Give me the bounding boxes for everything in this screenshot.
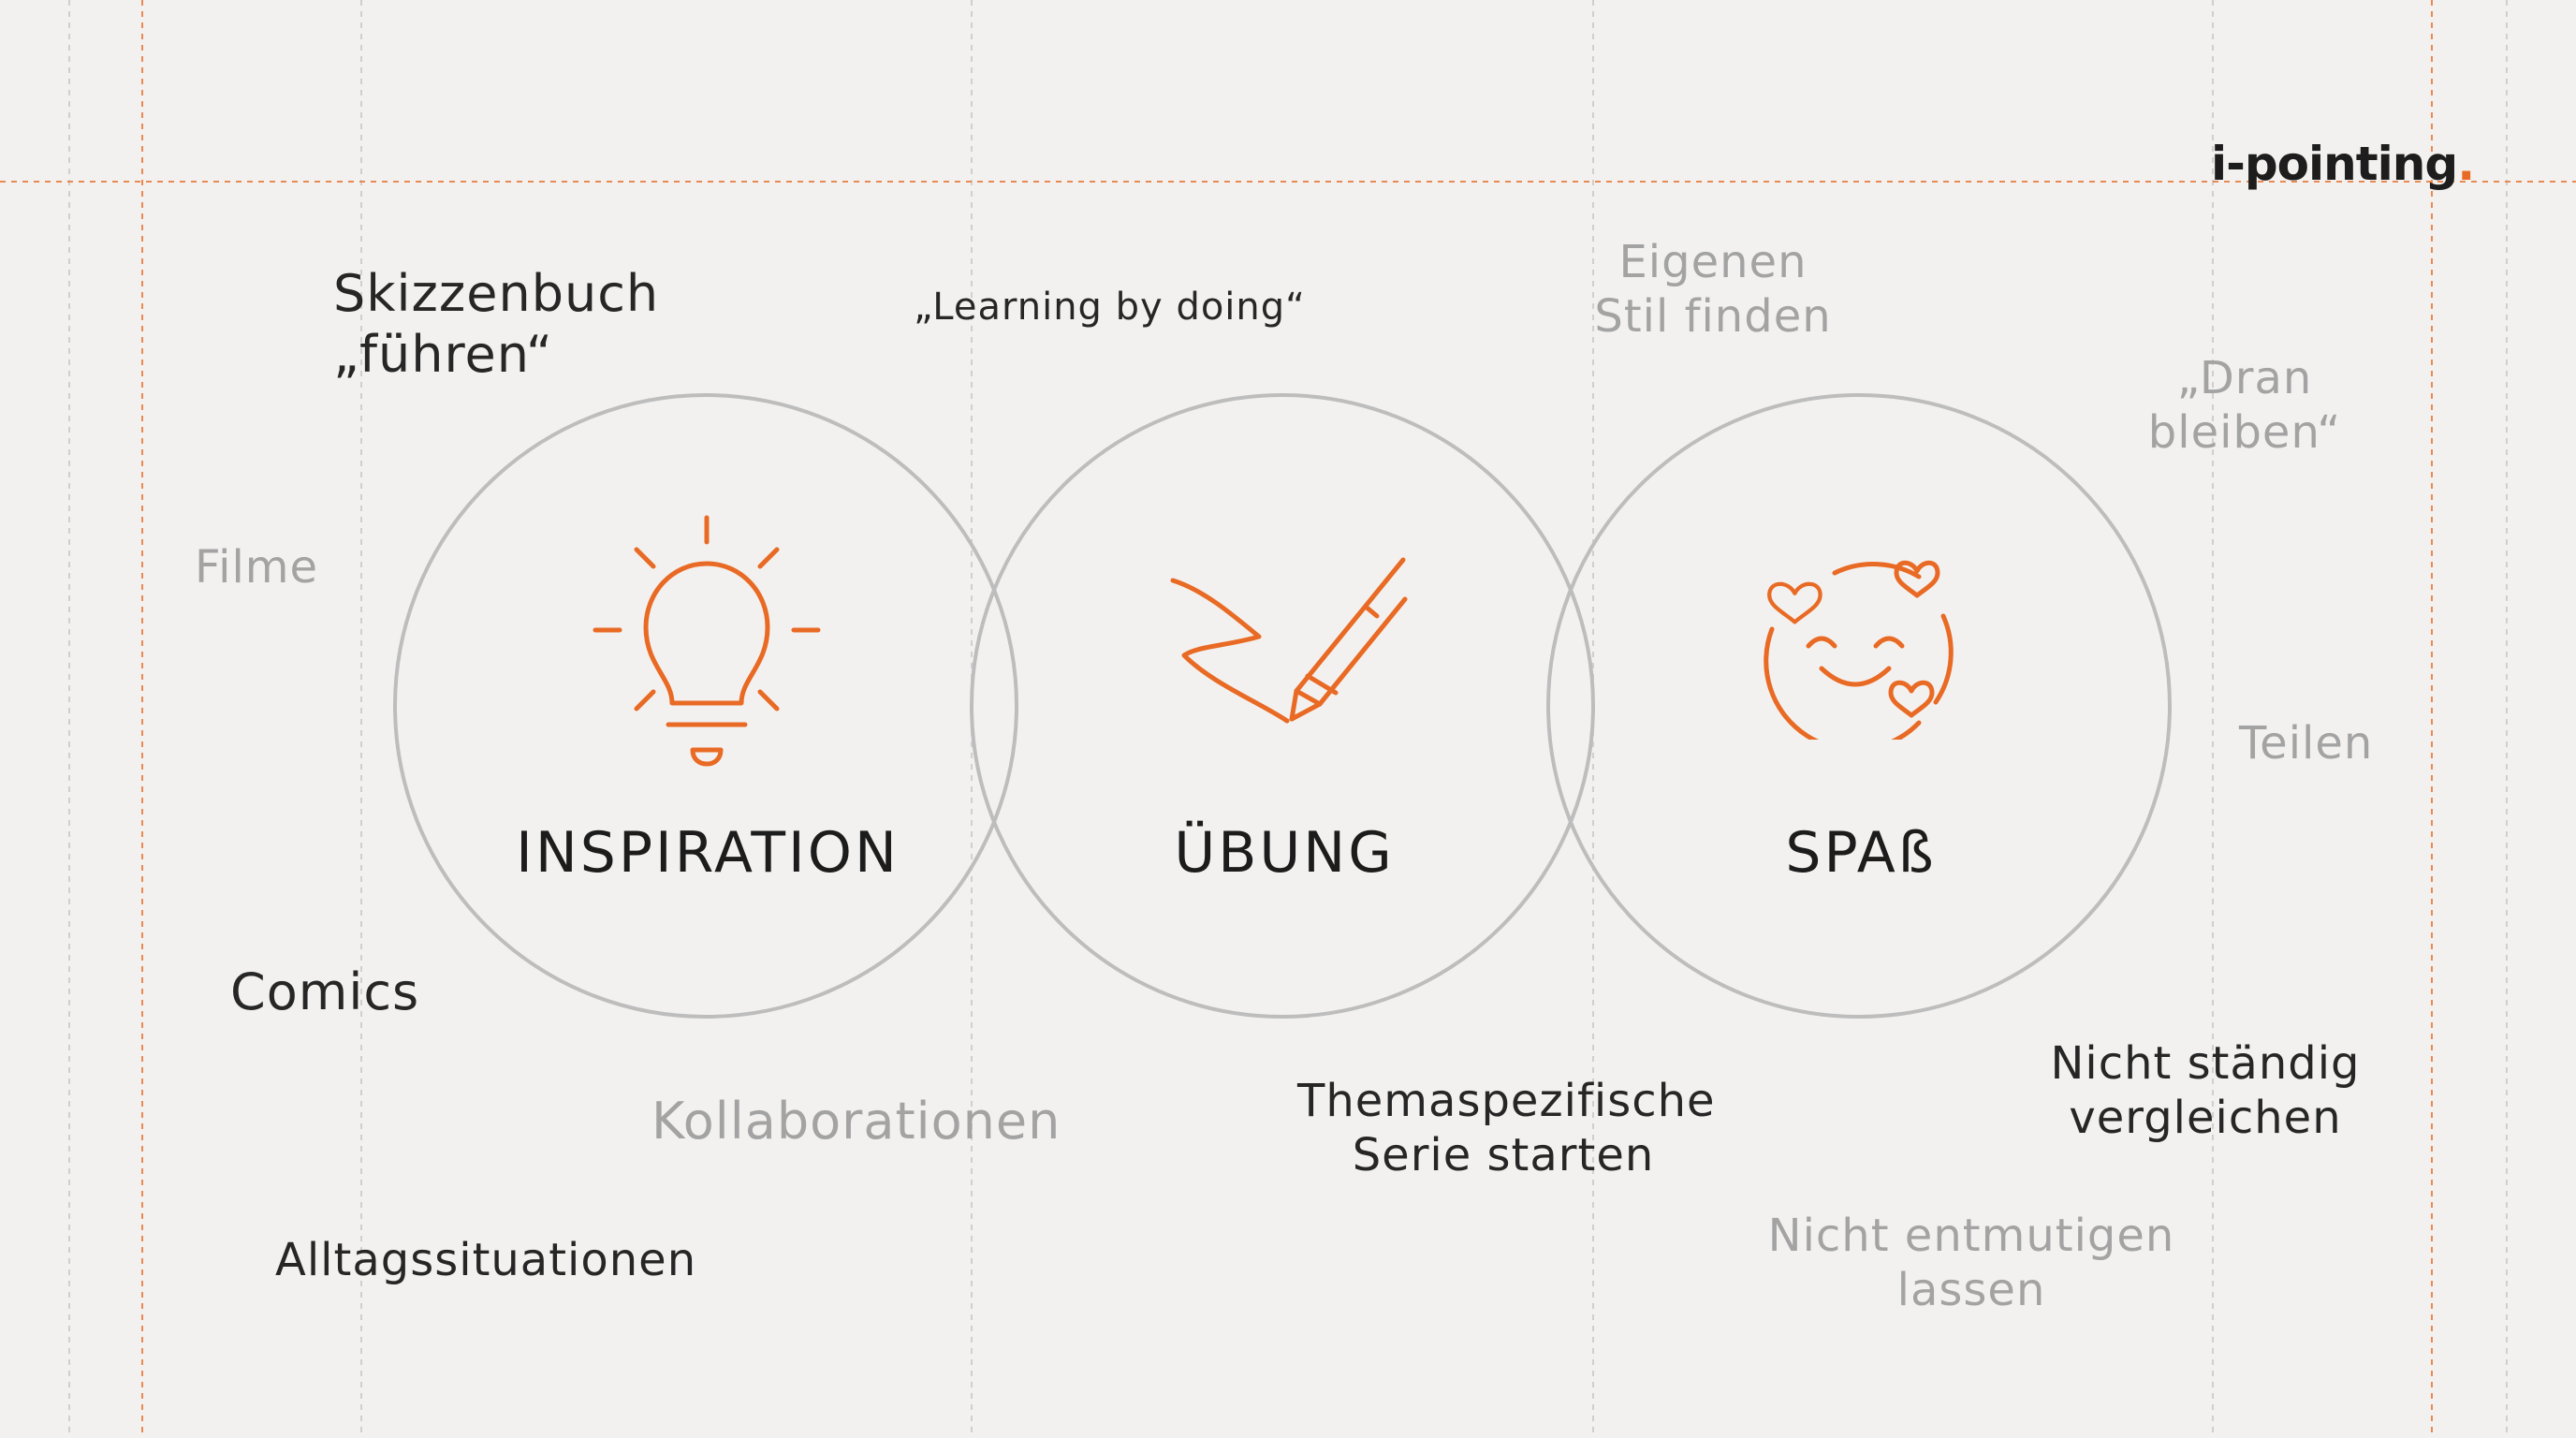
label-nicht-vergleichen-line2: vergleichen <box>2069 1091 2342 1144</box>
label-skizzenbuch-line1: Skizzenbuch <box>333 264 660 323</box>
logo-text: i-pointing <box>2211 137 2458 191</box>
label-eigenen-stil: Eigenen Stil finden <box>1582 236 1844 344</box>
label-nicht-entmutigen-line2: lassen <box>1896 1263 2046 1316</box>
label-skizzenbuch: Skizzenbuch „führen“ <box>333 264 659 386</box>
label-alltagssituationen: Alltagssituationen <box>275 1234 697 1286</box>
label-nicht-entmutigen-line1: Nicht entmutigen <box>1767 1210 2175 1262</box>
label-themaspezifisch: Themaspezifische Serie starten <box>1297 1075 1716 1182</box>
circle-spass <box>1546 393 2172 1019</box>
label-nicht-vergleichen: Nicht ständig vergleichen <box>2027 1037 2383 1145</box>
label-skizzenbuch-line2: „führen“ <box>333 324 553 384</box>
label-eigenen-stil-line1: Eigenen <box>1618 236 1808 288</box>
circle-title-inspiration: INSPIRATION <box>516 820 900 886</box>
label-themaspezifisch-line2: Serie starten <box>1352 1128 1655 1181</box>
label-dran-bleiben-line1: „Dran <box>2176 352 2313 404</box>
lightbulb-icon <box>593 515 821 767</box>
label-filme: Filme <box>195 541 319 594</box>
label-comics: Comics <box>230 962 420 1021</box>
label-learning-by-doing: „Learning by doing“ <box>914 286 1306 329</box>
label-nicht-entmutigen: Nicht entmutigen lassen <box>1747 1210 2196 1317</box>
brand-logo: i-pointing. <box>2211 137 2475 191</box>
label-dran-bleiben: „Dran bleiben“ <box>2132 352 2357 460</box>
label-themaspezifisch-line1: Themaspezifische <box>1297 1075 1716 1127</box>
label-teilen: Teilen <box>2239 717 2374 770</box>
smiley-hearts-icon <box>1764 560 1954 740</box>
pen-drawing-icon <box>1170 557 1408 724</box>
label-dran-bleiben-line2: bleiben“ <box>2147 405 2342 459</box>
label-nicht-vergleichen-line1: Nicht ständig <box>2050 1037 2361 1090</box>
circle-title-spass: SPAß <box>1785 820 1937 886</box>
circle-title-uebung: ÜBUNG <box>1174 820 1395 886</box>
logo-dot: . <box>2457 137 2475 191</box>
label-eigenen-stil-line2: Stil finden <box>1594 289 1832 343</box>
label-kollaborationen: Kollaborationen <box>651 1092 1061 1151</box>
